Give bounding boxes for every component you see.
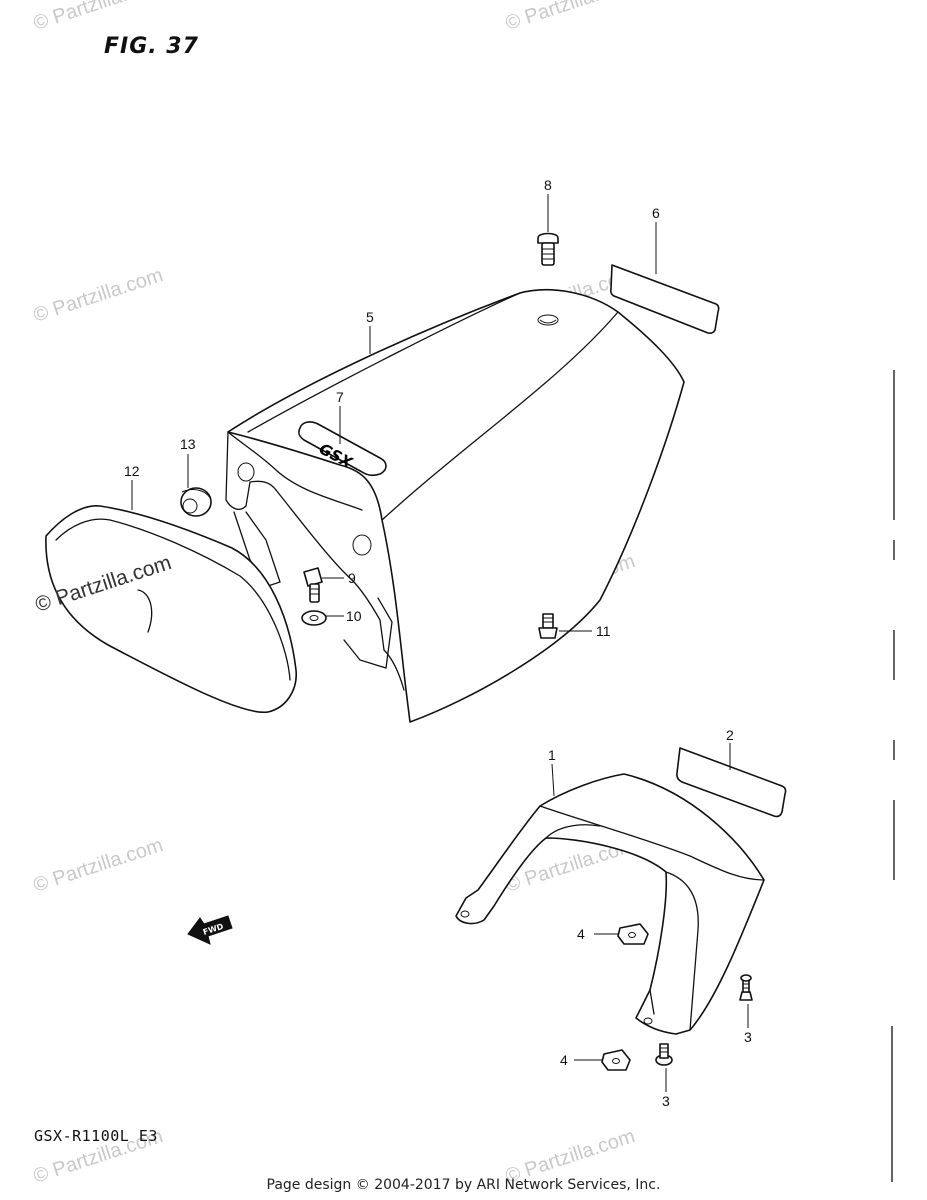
part-1-rear-cowl bbox=[455, 773, 765, 1035]
callout-1: 1 bbox=[548, 747, 556, 763]
callout-11: 11 bbox=[596, 623, 611, 639]
callout-4-lower: 4 bbox=[560, 1052, 568, 1068]
fwd-arrow-icon: FWD bbox=[187, 915, 233, 945]
callout-5: 5 bbox=[366, 309, 374, 325]
part-3-screw-right bbox=[739, 974, 753, 1001]
callout-8: 8 bbox=[544, 177, 552, 193]
watermark: © Partzilla.com bbox=[503, 0, 638, 35]
callout-4-upper: 4 bbox=[577, 926, 585, 942]
callout-12: 12 bbox=[124, 463, 140, 479]
part-4-clip-upper bbox=[617, 923, 649, 945]
callout-2: 2 bbox=[726, 727, 734, 743]
leader-lines bbox=[131, 194, 749, 1092]
part-9-bolt bbox=[303, 567, 323, 603]
callout-3-right: 3 bbox=[744, 1029, 752, 1045]
watermark: © Partzilla.com bbox=[31, 834, 166, 897]
callout-7: 7 bbox=[336, 389, 344, 405]
model-code: GSX-R1100L E3 bbox=[34, 1127, 158, 1145]
callout-9: 9 bbox=[348, 570, 356, 586]
callout-10: 10 bbox=[346, 608, 362, 624]
part-12-tail-lens bbox=[45, 505, 297, 713]
callout-13: 13 bbox=[180, 436, 196, 452]
callout-3-lower: 3 bbox=[662, 1093, 670, 1109]
callouts: 8 6 5 7 13 12 9 10 11 1 2 4 4 3 3 bbox=[124, 177, 752, 1109]
part-3-screw-lower bbox=[655, 1043, 673, 1066]
part-4-clip-lower bbox=[601, 1049, 631, 1071]
watermark: © Partzilla.com bbox=[31, 264, 166, 327]
scan-edge-marks bbox=[891, 370, 895, 1182]
watermark: © Partzilla.com bbox=[31, 0, 166, 35]
part-8-bolt bbox=[537, 232, 559, 266]
part-13-grommet bbox=[180, 487, 212, 517]
part-11-bolt bbox=[538, 613, 558, 639]
page-footer: Page design © 2004-2017 by ARI Network S… bbox=[266, 1177, 661, 1193]
part-10-washer bbox=[301, 610, 327, 626]
part-2-decal bbox=[676, 747, 787, 818]
part-5-seat-tail-cover bbox=[225, 288, 685, 723]
part-6-decal bbox=[610, 264, 720, 334]
figure-label: FIG. 37 bbox=[104, 34, 199, 59]
callout-6: 6 bbox=[652, 205, 660, 221]
